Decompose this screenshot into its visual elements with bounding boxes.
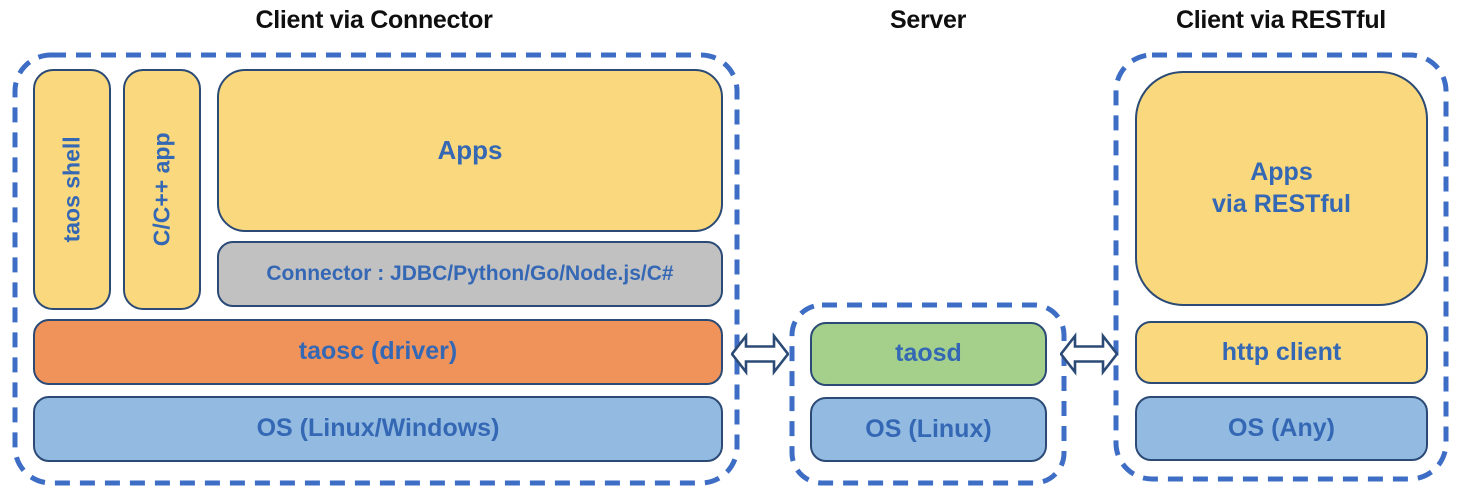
taosc-driver-box: taosc (driver)	[33, 319, 723, 385]
connector-box: Connector : JDBC/Python/Go/Node.js/C#	[217, 241, 723, 307]
os-linux-windows-box: OS (Linux/Windows)	[33, 396, 723, 462]
server-group-border	[789, 302, 1067, 486]
taosd-label: taosd	[895, 339, 962, 368]
taosd-box: taosd	[810, 322, 1047, 386]
apps-box: Apps	[217, 69, 723, 232]
taos-shell-box: taos shell	[33, 69, 111, 310]
apps-label: Apps	[437, 135, 503, 166]
server-title: Server	[889, 6, 967, 34]
client-connector-group-border	[12, 52, 740, 486]
client-restful-group-border	[1113, 52, 1449, 482]
cpp-app-box: C/C++ app	[123, 69, 201, 310]
apps-via-restful-label: Apps via RESTful	[1212, 157, 1351, 220]
client-restful-title: Client via RESTful	[1176, 6, 1386, 34]
taosc-driver-label: taosc (driver)	[298, 337, 458, 366]
left-right-arrow-icon	[731, 332, 789, 376]
os-linux-windows-label: OS (Linux/Windows)	[256, 414, 500, 443]
apps-via-restful-line2: via RESTful	[1212, 189, 1351, 218]
client-connector-title: Client via Connector	[255, 6, 493, 34]
os-linux-label: OS (Linux)	[865, 414, 992, 443]
apps-via-restful-line1: Apps	[1250, 158, 1313, 187]
apps-via-restful-box: Apps via RESTful	[1135, 71, 1428, 306]
right-left-arrow-icon	[1060, 332, 1118, 376]
http-client-label: http client	[1221, 337, 1342, 366]
cpp-app-label: C/C++ app	[148, 132, 175, 247]
os-any-label: OS (Any)	[1228, 413, 1335, 442]
os-any-box: OS (Any)	[1135, 396, 1428, 461]
http-client-box: http client	[1135, 321, 1428, 384]
taos-shell-label: taos shell	[58, 136, 85, 243]
os-linux-box: OS (Linux)	[810, 397, 1047, 462]
connector-label: Connector : JDBC/Python/Go/Node.js/C#	[266, 261, 674, 285]
